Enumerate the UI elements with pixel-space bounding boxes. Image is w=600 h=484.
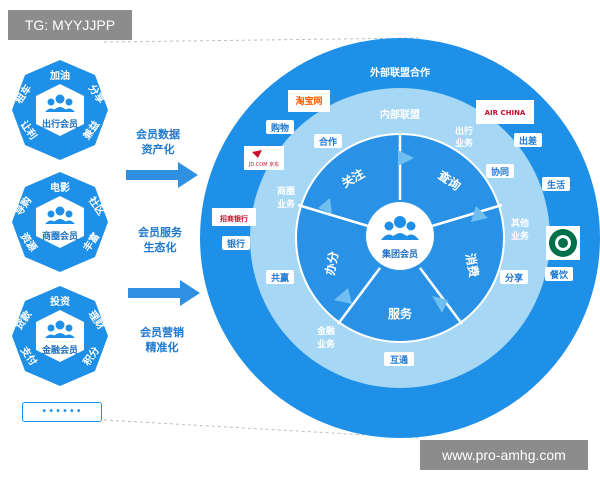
taobao-logo: 淘宝网 — [288, 90, 330, 112]
svg-text:出差: 出差 — [519, 135, 537, 147]
svg-text:会员数据: 会员数据 — [136, 127, 180, 141]
biz-label: 其他 — [511, 217, 529, 229]
outer-badge-dining: 餐饮 — [545, 267, 573, 281]
biz-label: 金融 — [316, 325, 335, 337]
cycle-arrow — [432, 296, 448, 313]
svg-text:AIR CHINA: AIR CHINA — [485, 109, 526, 117]
svg-text:会员服务: 会员服务 — [138, 225, 183, 239]
ring-badge-synergy: 协同 — [486, 164, 514, 178]
outer-badge-shopping: 购物 — [266, 120, 294, 134]
center-label: 集团会员 — [381, 248, 418, 260]
biz-label: 商圈 — [277, 185, 295, 197]
flow-arrow-data: 会员数据 资产化 — [126, 127, 198, 188]
svg-text:资产化: 资产化 — [142, 142, 175, 156]
outer-ring-title: 外部联盟合作 — [369, 66, 430, 79]
svg-text:银行: 银行 — [227, 238, 245, 250]
svg-text:分享: 分享 — [505, 272, 523, 284]
hexagon-center-label: 商圈会员 — [42, 230, 78, 242]
svg-text:互通: 互通 — [390, 354, 408, 366]
cycle-arrow — [334, 288, 352, 304]
flow-arrow-service: 会员服务 生态化 — [128, 225, 200, 306]
more-members-box: •••••• — [22, 402, 102, 422]
svg-text:协同: 协同 — [491, 166, 509, 178]
segment-divider — [431, 203, 503, 228]
hexagon-side-label: 投资 — [50, 295, 70, 308]
cycle-arrow — [398, 150, 414, 166]
biz-label: 出行 — [455, 125, 473, 137]
svg-text:生活: 生活 — [547, 179, 565, 191]
outer-badge-interconnect: 互通 — [384, 352, 414, 366]
svg-text:购物: 购物 — [271, 122, 289, 134]
starbucks-logo — [546, 226, 580, 260]
outer-badge-business-trip: 出差 — [514, 133, 542, 147]
outer-badge-win-win: 共赢 — [266, 270, 294, 284]
outer-badge-bank: 银行 — [222, 236, 250, 250]
cmb-bank-logo: 招商银行 — [212, 208, 256, 226]
hexagon-side-label: 电影 — [50, 181, 70, 194]
segment-divider — [419, 267, 463, 325]
jd-logo: JD.COM 京东 — [244, 146, 284, 170]
segment-label: 办分 — [322, 250, 341, 276]
segment-label: 服务 — [388, 306, 413, 321]
svg-text:招商银行: 招商银行 — [220, 214, 248, 223]
outer-badge-share: 分享 — [500, 270, 528, 284]
people-icon — [381, 216, 419, 240]
middle-ring-title: 内部联盟 — [380, 108, 420, 121]
svg-text:JD.COM 京东: JD.COM 京东 — [248, 161, 279, 168]
svg-text:淘宝网: 淘宝网 — [295, 95, 322, 107]
watermark-top: TG: MYYJJPP — [8, 10, 132, 40]
hexagon-center-label: 金融会员 — [41, 344, 78, 356]
segment-divider — [337, 267, 381, 325]
people-icon — [45, 206, 75, 224]
hexagon-center-label: 出行会员 — [42, 118, 78, 130]
svg-text:会员营销: 会员营销 — [140, 325, 184, 339]
watermark-bottom: www.pro-amhg.com — [420, 440, 588, 470]
biz-label: 业务 — [277, 198, 296, 210]
cycle-arrow — [471, 206, 488, 222]
segment-label: 消费 — [463, 252, 482, 278]
svg-text:精准化: 精准化 — [146, 340, 179, 354]
air-china-logo: AIR CHINA — [476, 100, 534, 124]
svg-text:生态化: 生态化 — [144, 240, 177, 254]
biz-label: 业务 — [455, 137, 474, 149]
biz-label: 业务 — [511, 230, 530, 242]
connector-line-bottom — [103, 419, 421, 439]
biz-label: 业务 — [317, 338, 336, 350]
ring-badge-cooperate: 合作 — [314, 134, 342, 148]
people-icon — [45, 94, 75, 112]
svg-text:合作: 合作 — [319, 136, 337, 148]
svg-text:共赢: 共赢 — [271, 272, 289, 284]
segment-divider — [297, 203, 369, 228]
people-icon — [45, 320, 75, 338]
outer-badge-life: 生活 — [542, 177, 570, 191]
flow-arrow-marketing: 会员营销 精准化 — [140, 325, 184, 354]
cycle-arrow — [318, 198, 332, 214]
hexagon-side-label: 加油 — [49, 69, 70, 82]
svg-text:餐饮: 餐饮 — [549, 269, 569, 281]
connector-line-top — [103, 37, 421, 43]
